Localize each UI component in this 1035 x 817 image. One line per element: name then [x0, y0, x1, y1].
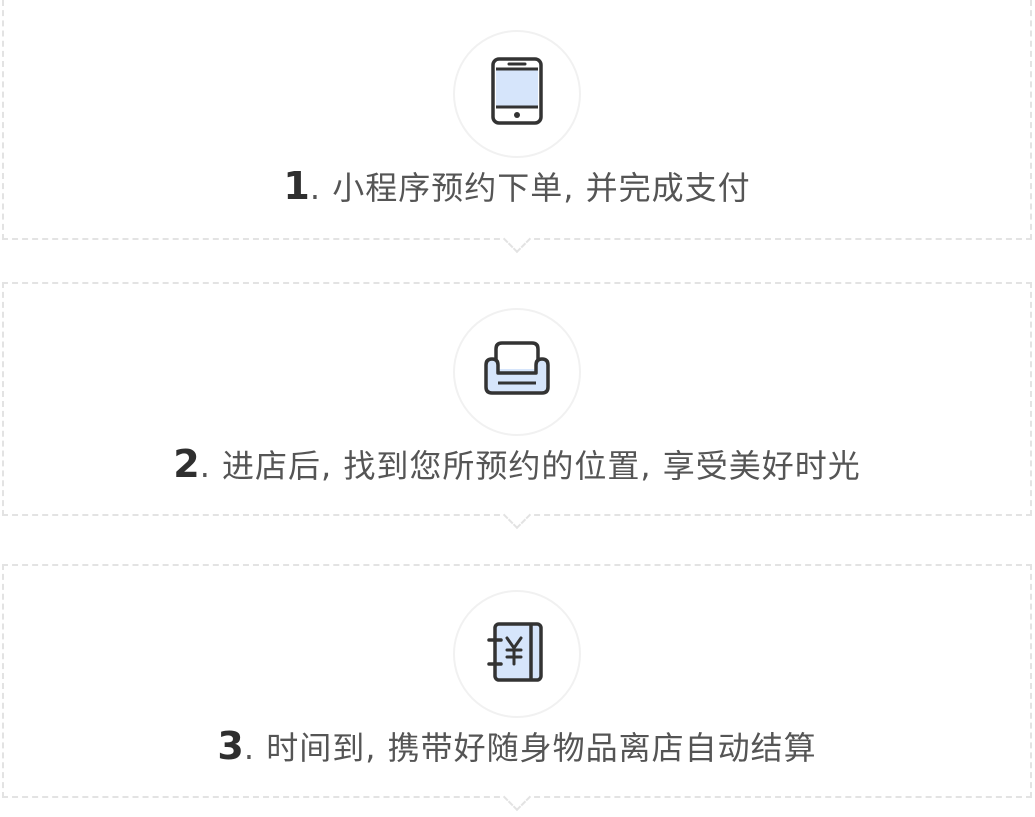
step-3-label: 时间到, 携带好随身物品离店自动结算: [266, 729, 817, 767]
sofa-icon: [482, 339, 552, 405]
step-2-pointer: [502, 500, 532, 530]
phone-icon: [489, 56, 545, 132]
step-2-icon-circle: [453, 308, 581, 436]
step-card-3: 3. 时间到, 携带好随身物品离店自动结算: [2, 564, 1032, 812]
yen-notebook-icon: [485, 620, 549, 688]
step-2-number: 2: [173, 442, 200, 486]
step-1-separator: .: [309, 169, 333, 207]
step-2-text: 2. 进店后, 找到您所预约的位置, 享受美好时光: [4, 441, 1030, 487]
step-1-label: 小程序预约下单, 并完成支付: [332, 169, 751, 207]
step-1-text: 1. 小程序预约下单, 并完成支付: [4, 163, 1030, 209]
step-1-number: 1: [283, 164, 310, 208]
step-3-pointer: [502, 782, 532, 812]
step-3-text: 3. 时间到, 携带好随身物品离店自动结算: [4, 723, 1030, 769]
step-card-2: 2. 进店后, 找到您所预约的位置, 享受美好时光: [2, 282, 1032, 530]
step-1-icon-circle: [453, 30, 581, 158]
step-2-label: 进店后, 找到您所预约的位置, 享受美好时光: [222, 447, 861, 485]
step-3-number: 3: [217, 724, 244, 768]
step-2-separator: .: [199, 447, 223, 485]
step-3-icon-circle: [453, 590, 581, 718]
step-3-separator: .: [243, 729, 267, 767]
step-card-1: 1. 小程序预约下单, 并完成支付: [2, 0, 1032, 254]
step-1-pointer: [502, 224, 532, 254]
